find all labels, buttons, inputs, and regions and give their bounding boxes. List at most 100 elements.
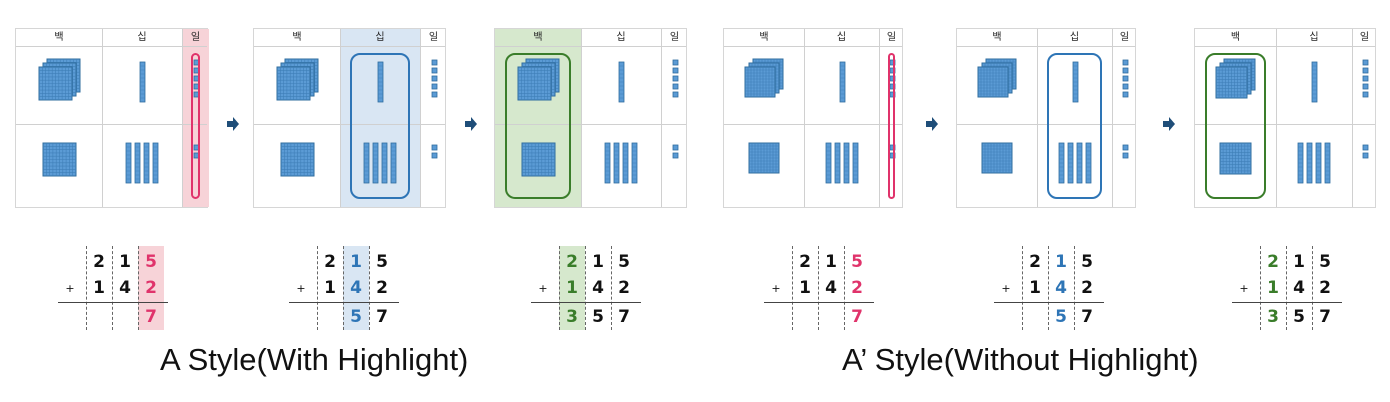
ten-rod-icon bbox=[1058, 142, 1065, 184]
unit-cube-icon bbox=[1122, 144, 1129, 151]
ten-rod-icon bbox=[1315, 142, 1322, 184]
ten-rod-icon bbox=[143, 142, 150, 184]
group-outline-box bbox=[505, 53, 571, 199]
result-digit bbox=[792, 305, 818, 330]
ten-rod-icon bbox=[843, 142, 850, 184]
digit: 2 bbox=[1081, 278, 1093, 298]
unit-cube-icon bbox=[1122, 67, 1129, 74]
blocks-svg bbox=[977, 58, 1129, 184]
header-divider bbox=[724, 46, 902, 47]
column-separator bbox=[343, 246, 344, 330]
column-separator bbox=[559, 246, 560, 330]
unit-cube-icon bbox=[431, 91, 438, 98]
ten-rod-icon bbox=[390, 142, 397, 184]
header-hundreds: 백 bbox=[759, 32, 769, 43]
ten-rod-icon bbox=[381, 142, 388, 184]
header-tens: 십 bbox=[375, 32, 385, 43]
digit: 1 bbox=[799, 278, 811, 298]
unit-cube-icon bbox=[1362, 144, 1369, 151]
unit-cube-icon bbox=[672, 91, 679, 98]
unit-cube-icon bbox=[431, 67, 438, 74]
column-divider bbox=[102, 29, 103, 207]
right-arrow-icon bbox=[1163, 117, 1175, 131]
header-ones: 일 bbox=[886, 32, 897, 43]
column-separator bbox=[1022, 246, 1023, 330]
digit: 2 bbox=[566, 252, 578, 272]
header-ones: 일 bbox=[1119, 32, 1130, 43]
header-tens: 십 bbox=[616, 32, 626, 43]
result-digit: 7 bbox=[1319, 307, 1331, 327]
column-divider bbox=[661, 29, 662, 207]
header-ones: 일 bbox=[669, 32, 680, 43]
column-divider bbox=[581, 29, 582, 207]
column-separator bbox=[585, 246, 586, 330]
unit-cube-icon bbox=[1362, 91, 1369, 98]
column-divider bbox=[340, 29, 341, 207]
sum-line bbox=[58, 302, 168, 303]
group-outline-box bbox=[1047, 53, 1102, 199]
result-digit bbox=[112, 305, 138, 330]
blocks-svg bbox=[38, 58, 200, 184]
ten-rod-icon bbox=[139, 61, 146, 103]
column-divider bbox=[1112, 29, 1113, 207]
digit: 2 bbox=[1267, 252, 1279, 272]
unit-cube-icon bbox=[1122, 59, 1129, 66]
digit: 4 bbox=[350, 278, 362, 298]
result-digit: 7 bbox=[145, 307, 157, 327]
column-separator bbox=[369, 246, 370, 330]
ten-rod-icon bbox=[372, 142, 379, 184]
group-outline-box bbox=[191, 53, 200, 199]
column-separator bbox=[611, 246, 612, 330]
hundred-flat-icon bbox=[977, 66, 1009, 98]
column-separator bbox=[1074, 246, 1075, 330]
header-tens: 십 bbox=[836, 32, 847, 43]
ten-rod-icon bbox=[363, 142, 370, 184]
unit-cube-icon bbox=[1362, 67, 1369, 74]
column-divider bbox=[182, 29, 183, 207]
result-digit: 5 bbox=[350, 307, 362, 327]
hundred-flat-icon bbox=[42, 142, 77, 177]
unit-cube-icon bbox=[431, 75, 438, 82]
unit-cube-icon bbox=[672, 59, 679, 66]
header-divider bbox=[957, 46, 1135, 47]
digit: 4 bbox=[825, 278, 837, 298]
digit: 5 bbox=[1081, 252, 1093, 272]
blocks-svg bbox=[517, 58, 679, 184]
row-divider bbox=[254, 124, 445, 125]
unit-cube-icon bbox=[1362, 83, 1369, 90]
right-arrow-icon bbox=[227, 117, 239, 131]
plus-sign: + bbox=[1239, 282, 1249, 295]
digit: 4 bbox=[592, 278, 604, 298]
digit: 4 bbox=[119, 278, 131, 298]
digit-column-highlight bbox=[138, 246, 164, 330]
ten-rod-icon bbox=[1324, 142, 1331, 184]
header-divider bbox=[495, 46, 686, 47]
row-divider bbox=[16, 124, 207, 125]
digit: 5 bbox=[851, 252, 863, 272]
header-divider bbox=[16, 46, 207, 47]
unit-cube-icon bbox=[672, 152, 679, 159]
column-divider bbox=[1352, 29, 1353, 207]
group-outline-box bbox=[888, 53, 895, 199]
digit: 4 bbox=[1055, 278, 1067, 298]
header-hundreds: 백 bbox=[533, 32, 543, 43]
right-arrow-icon bbox=[465, 117, 477, 131]
sum-line bbox=[764, 302, 874, 303]
column-divider bbox=[420, 29, 421, 207]
column-separator bbox=[1312, 246, 1313, 330]
digit: 1 bbox=[1267, 278, 1279, 298]
caption-with-highlight: A Style(With Highlight) bbox=[160, 342, 469, 377]
unit-cube-icon bbox=[672, 144, 679, 151]
ten-rod-icon bbox=[825, 142, 832, 184]
result-digit: 5 bbox=[1055, 307, 1067, 327]
column-divider bbox=[804, 29, 805, 207]
ten-rod-icon bbox=[604, 142, 611, 184]
sum-line bbox=[289, 302, 399, 303]
result-digit bbox=[317, 305, 343, 330]
hundred-flat-icon bbox=[276, 66, 311, 101]
